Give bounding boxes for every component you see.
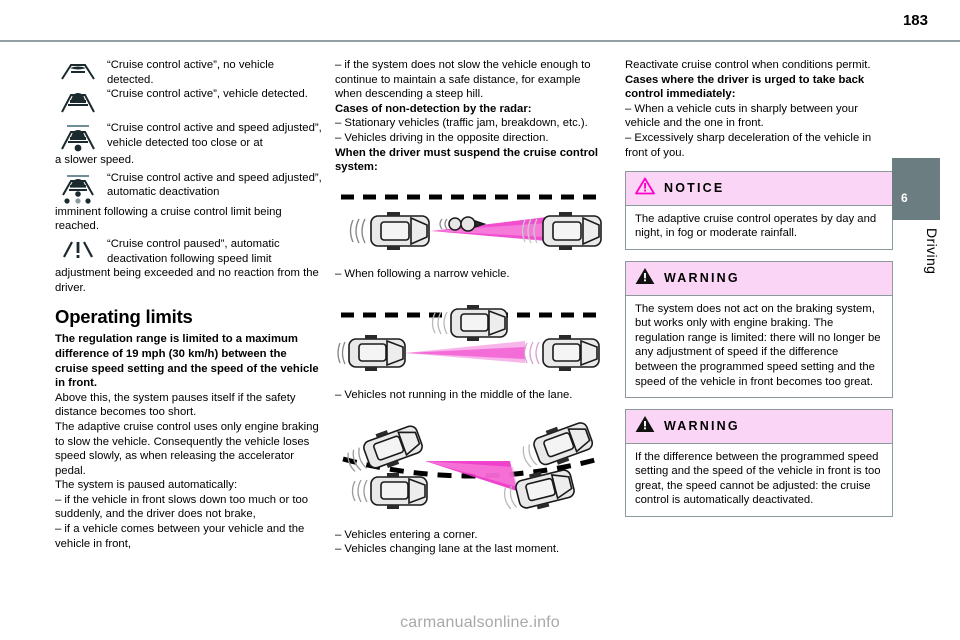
body-paragraph: Above this, the system pauses itself if …: [55, 391, 296, 419]
narrow-vehicle-figure: – When following a narrow vehicle.: [335, 191, 607, 282]
notice-triangle-icon: [635, 177, 655, 200]
callout-body: The system does not act on the braking s…: [635, 302, 881, 388]
header-divider: [0, 40, 960, 42]
body-subheading: Cases where the driver is urged to take …: [625, 73, 865, 101]
figure-caption: – Vehicles not running in the middle of …: [335, 388, 573, 401]
indicator-row: “Cruise control paused”, automatic deact…: [55, 237, 323, 266]
callout-label: WARNING: [664, 419, 740, 434]
notice-callout: NOTICE The adaptive cruise control opera…: [625, 171, 893, 250]
middle-column: – if the system does not slow the vehicl…: [335, 58, 607, 557]
footer-watermark: carmanualsonline.info: [400, 614, 560, 631]
indicator-text: “Cruise control active and speed adjuste…: [107, 122, 322, 149]
indicator-continuation: imminent following a cruise control limi…: [55, 205, 282, 233]
figure-caption-extra: – Vehicles changing lane at the last mom…: [335, 543, 560, 556]
warning-paused-icon: [55, 237, 101, 261]
road-vehicle-detected-icon: [55, 87, 101, 115]
warning-triangle-icon: [635, 415, 655, 438]
page-number: 183: [902, 12, 928, 29]
indicator-row: “Cruise control active and speed adjuste…: [55, 121, 323, 153]
body-paragraph: Reactivate cruise control when condition…: [625, 59, 871, 71]
body-list-item: – if the vehicle in front slows down too…: [55, 493, 309, 521]
indicator-text: “Cruise control paused”, automatic deact…: [107, 237, 280, 265]
warning-triangle-icon: [635, 267, 655, 290]
chapter-tab-block: 6: [892, 158, 940, 220]
body-list-item: – if a vehicle comes between your vehicl…: [55, 523, 305, 550]
indicator-continuation: adjustment being exceeded and no reactio…: [55, 267, 319, 294]
indicator-text: “Cruise control active”, vehicle detecte…: [107, 88, 308, 101]
road-vehicle-speed-adjusted-icon: [55, 121, 101, 153]
body-list-item: – Stationary vehicles (traffic jam, brea…: [335, 117, 588, 130]
callout-header: NOTICE: [626, 172, 892, 206]
road-auto-deactivation-icon: [55, 171, 101, 205]
body-paragraph: The regulation range is limited to a max…: [55, 333, 319, 390]
section-title: Operating limits: [55, 306, 193, 328]
body-list-item: – if the system does not slow the vehicl…: [335, 59, 591, 101]
figure-caption: – When following a narrow vehicle.: [335, 268, 510, 281]
corner-vehicle-figure: – Vehicles entering a corner. – Vehicles…: [335, 421, 607, 557]
body-list-item: – When a vehicle cuts in sharply between…: [625, 102, 858, 130]
body-paragraph: The system is paused automatically:: [55, 479, 238, 492]
callout-label: NOTICE: [664, 181, 725, 196]
left-column: “Cruise control active”, no vehicle dete…: [55, 58, 323, 551]
body-list-item: – Vehicles driving in the opposite direc…: [335, 131, 549, 144]
right-column: Reactivate cruise control when condition…: [625, 58, 893, 518]
figure-caption: – Vehicles entering a corner.: [335, 528, 478, 541]
body-subheading: Cases of non-detection by the radar:: [335, 102, 532, 115]
callout-header: WARNING: [626, 261, 892, 296]
chapter-label: Driving: [924, 228, 940, 275]
indicator-text: “Cruise control active and speed adjuste…: [107, 171, 322, 199]
indicator-continuation: a slower speed.: [55, 154, 135, 167]
body-list-item: – Excessively sharp deceleration of the …: [625, 131, 872, 159]
callout-body: If the difference between the programmed…: [635, 450, 881, 507]
warning-callout: WARNING The system does not act on the b…: [625, 260, 893, 399]
callout-body: The adaptive cruise control operates by …: [635, 212, 877, 240]
body-paragraph: The adaptive cruise control uses only en…: [55, 420, 319, 477]
indicator-row: “Cruise control active and speed adjuste…: [55, 171, 323, 205]
warning-callout: WARNING If the difference between the pr…: [625, 409, 893, 518]
indicator-text: “Cruise control active”, no vehicle dete…: [107, 59, 275, 86]
callout-header: WARNING: [626, 410, 892, 444]
chapter-number: 6: [901, 191, 908, 205]
callout-label: WARNING: [664, 270, 740, 285]
off-center-vehicle-figure: – Vehicles not running in the middle of …: [335, 301, 607, 402]
page-header: 183: [0, 0, 960, 42]
road-no-vehicle-icon: [55, 58, 101, 82]
indicator-row: “Cruise control active”, no vehicle dete…: [55, 58, 323, 87]
indicator-row: “Cruise control active”, vehicle detecte…: [55, 87, 323, 115]
body-subheading: When the driver must suspend the cruise …: [335, 146, 599, 174]
